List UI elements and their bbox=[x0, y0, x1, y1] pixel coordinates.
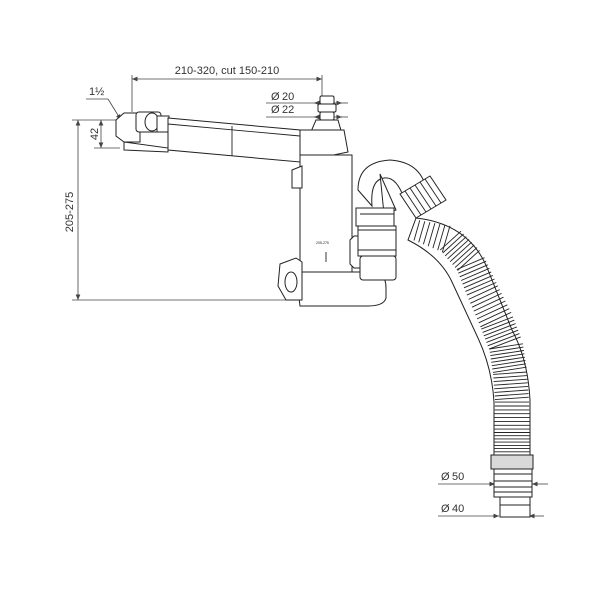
hose-rib bbox=[490, 353, 525, 360]
hose-rib bbox=[494, 393, 529, 397]
hose-rib bbox=[447, 239, 470, 260]
length-label: 210-320, cut 150-210 bbox=[175, 65, 280, 77]
hose-rib bbox=[452, 244, 475, 265]
hose-rib bbox=[468, 285, 498, 300]
hose-rib bbox=[494, 396, 529, 401]
diameter-20-label: 20 bbox=[282, 91, 294, 103]
hose-rib bbox=[441, 225, 451, 253]
hose-rib bbox=[487, 333, 520, 347]
hose-rib bbox=[454, 247, 478, 268]
hose-rib bbox=[489, 346, 524, 353]
hose-rib bbox=[439, 230, 462, 251]
dimension-diameter-40: Ø 40 bbox=[438, 503, 544, 519]
hose-rib bbox=[459, 264, 488, 278]
hose-rib bbox=[478, 308, 510, 324]
hose-rib bbox=[484, 326, 518, 340]
diameter-50-label: 50 bbox=[452, 471, 464, 483]
hose-rib bbox=[493, 371, 528, 375]
hose-rib bbox=[483, 323, 516, 337]
hose-rib bbox=[444, 236, 467, 257]
hose-rib bbox=[489, 343, 523, 350]
hose-rib bbox=[491, 360, 526, 367]
hose-rib bbox=[491, 356, 525, 363]
hose-rib bbox=[493, 382, 528, 386]
hose-rib bbox=[465, 278, 495, 292]
hose-rib bbox=[462, 271, 492, 285]
overflow-arm bbox=[115, 111, 301, 163]
diameter-20-symbol: Ø bbox=[271, 91, 280, 103]
diameter-22-symbol: Ø bbox=[271, 104, 280, 116]
diameter-40-label: 40 bbox=[452, 503, 464, 515]
hose-rib bbox=[476, 304, 508, 320]
hose-rib bbox=[470, 289, 500, 304]
height-upper-label: 42 bbox=[89, 128, 101, 140]
hose-rib bbox=[481, 316, 514, 330]
hose-rib bbox=[486, 329, 519, 343]
dimension-thread: 1½ bbox=[86, 86, 122, 121]
diameter-22-label: 22 bbox=[282, 104, 294, 116]
height-total-label: 205-275 bbox=[64, 192, 76, 232]
body-marking: 205-275 bbox=[316, 241, 329, 245]
thread-label: 1½ bbox=[89, 86, 104, 98]
hose-rib bbox=[490, 350, 524, 357]
dimension-diameter-50: Ø 50 bbox=[438, 471, 548, 487]
hose-rib bbox=[488, 336, 521, 350]
hose-rib bbox=[427, 222, 436, 247]
hose-rib bbox=[473, 296, 504, 312]
hose-rib bbox=[492, 366, 527, 373]
hose-rib bbox=[458, 260, 487, 274]
hose-rib bbox=[466, 282, 497, 296]
hose-corrugations bbox=[413, 220, 530, 453]
hose-rib bbox=[493, 375, 528, 379]
hose-rib bbox=[413, 220, 421, 241]
hose-rib bbox=[422, 222, 431, 245]
hose-rib bbox=[432, 223, 441, 249]
hose-rib bbox=[437, 224, 446, 251]
hose-rib bbox=[463, 274, 493, 289]
hose-rib bbox=[475, 300, 506, 316]
dimension-length: 210-320, cut 150-210 bbox=[131, 65, 323, 112]
hose-rib bbox=[480, 311, 512, 328]
corrugated-hose bbox=[399, 175, 534, 518]
hose-rib bbox=[449, 241, 472, 263]
hose-rib bbox=[494, 389, 529, 393]
hose-rib bbox=[471, 292, 502, 308]
hose-rib bbox=[456, 257, 485, 270]
hose-rib bbox=[493, 378, 528, 383]
hose-rib bbox=[494, 385, 529, 390]
hose-rib bbox=[482, 319, 515, 333]
hose-rib bbox=[492, 363, 526, 370]
diameter-50-symbol: Ø bbox=[441, 471, 450, 483]
dimension-height-total: 205-275 bbox=[64, 119, 300, 301]
dimension-diameter-20: Ø 20 bbox=[266, 91, 348, 106]
hose-rib bbox=[418, 221, 426, 243]
hose-rib bbox=[442, 233, 464, 254]
diameter-40-symbol: Ø bbox=[441, 503, 450, 515]
hose-rib bbox=[460, 267, 490, 281]
